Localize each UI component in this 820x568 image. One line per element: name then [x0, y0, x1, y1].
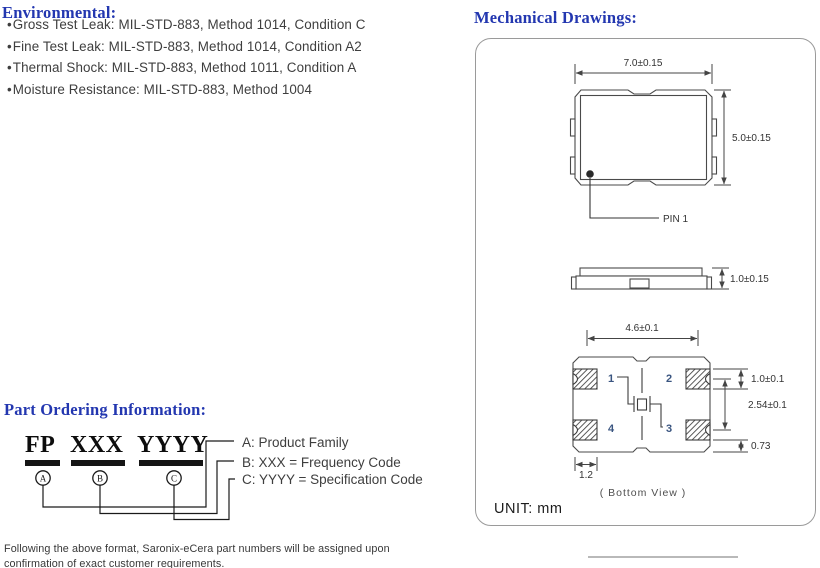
part-ordering-diagram: A B C: [25, 440, 235, 521]
end-cap: [570, 276, 577, 290]
part-ordering-heading: Part Ordering Information:: [4, 400, 207, 419]
connector-line-a: [42, 440, 234, 508]
environmental-list: •Gross Test Leak: MIL-STD-883, Method 10…: [7, 14, 366, 100]
marker-letter-a: A: [40, 473, 47, 483]
marker-letter-b: B: [97, 473, 103, 483]
list-item-text: Fine Test Leak: MIL-STD-883, Method 1014…: [12, 38, 362, 54]
connector-line-c: [173, 478, 235, 521]
list-item: •Fine Test Leak: MIL-STD-883, Method 101…: [7, 36, 366, 58]
code-underline-a: [25, 460, 60, 466]
castellation: [711, 118, 718, 137]
lid: [579, 267, 703, 277]
bottom-view-dimensions: [574, 368, 748, 471]
crystal-symbol: [617, 368, 663, 440]
bottom-view-drawing: [572, 356, 711, 453]
pin1-connection-line: [617, 376, 634, 405]
dim-body-depth: 5.0±0.15: [732, 133, 771, 144]
dim-pad-pitch: 2.54±0.1: [748, 400, 787, 411]
pin1-leader-line: [589, 178, 659, 219]
footnote-line-1: Following the above format, Saronix-eCer…: [4, 543, 390, 555]
unit-label: UNIT: mm: [494, 501, 563, 517]
part-code-family: FP: [25, 432, 56, 458]
bullet-icon: •: [7, 60, 12, 76]
dim-pad-width: 1.2: [579, 470, 593, 481]
dim-body-height: 1.0±0.15: [730, 274, 769, 285]
footnote-line-2: confirmation of exact customer requireme…: [4, 558, 225, 568]
pin1-label: PIN 1: [663, 214, 688, 225]
dim-pad-height: 1.0±0.1: [751, 374, 785, 385]
pin-number-4: 4: [608, 423, 615, 435]
legend-item-c: C: YYYY = Specification Code: [242, 472, 423, 487]
dim-body-width: 7.0±0.15: [624, 58, 663, 69]
bottom-view-caption: ( Bottom View ): [600, 487, 687, 499]
bullet-icon: •: [7, 17, 12, 32]
castellation: [569, 156, 576, 175]
side-view-drawing: [570, 267, 713, 290]
marker-circle-a: [35, 470, 51, 486]
top-view-drawing: [569, 89, 718, 219]
lid-inner-line: [579, 94, 708, 181]
list-item-text: Thermal Shock: MIL-STD-883, Method 1011,…: [12, 60, 357, 76]
mechanical-drawings-heading: Mechanical Drawings:: [474, 8, 638, 27]
footer-divider: [588, 556, 738, 558]
pad-notch: [572, 372, 579, 386]
end-cap: [706, 276, 713, 290]
pad-notch: [704, 372, 711, 386]
marker-letter-c: C: [171, 473, 177, 483]
code-underline-c: [139, 460, 203, 466]
list-item: •Gross Test Leak: MIL-STD-883, Method 10…: [7, 14, 366, 36]
pin1-dot: [586, 170, 594, 178]
side-view-dimensions: [586, 267, 729, 346]
castellation: [711, 156, 718, 175]
marker-circle-c: [166, 470, 182, 486]
list-item: •Moisture Resistance: MIL-STD-883, Metho…: [7, 79, 366, 101]
bullet-icon: •: [7, 81, 12, 97]
dim-pad-edge-offset: 0.73: [751, 441, 771, 452]
legend-item-a: A: Product Family: [242, 435, 349, 450]
seal-tab: [629, 278, 650, 289]
list-item-text: Gross Test Leak: MIL-STD-883, Method 101…: [12, 17, 366, 32]
pin-number-2: 2: [666, 373, 672, 385]
dim-pad-inner-span: 4.6±0.1: [625, 323, 659, 334]
castellation: [569, 118, 576, 137]
pad-notch: [704, 423, 711, 437]
top-view-dimensions: [574, 64, 731, 186]
pin-number-1: 1: [608, 373, 614, 385]
pin-number-3: 3: [666, 423, 672, 435]
list-item: •Thermal Shock: MIL-STD-883, Method 1011…: [7, 57, 366, 79]
package-outline: [574, 89, 713, 186]
pin3-connection-line: [650, 403, 663, 428]
bullet-icon: •: [7, 38, 12, 54]
code-underline-b: [71, 460, 125, 466]
legend-item-b: B: XXX = Frequency Code: [242, 455, 401, 470]
part-code-frequency: XXX: [70, 432, 124, 458]
connector-line-b: [99, 460, 234, 515]
pad-notch: [572, 423, 579, 437]
marker-circle-b: [92, 470, 108, 486]
environmental-heading: Environmental:: [2, 3, 117, 22]
part-code-spec: YYYY: [137, 432, 209, 458]
list-item-text: Moisture Resistance: MIL-STD-883, Method…: [12, 81, 313, 97]
